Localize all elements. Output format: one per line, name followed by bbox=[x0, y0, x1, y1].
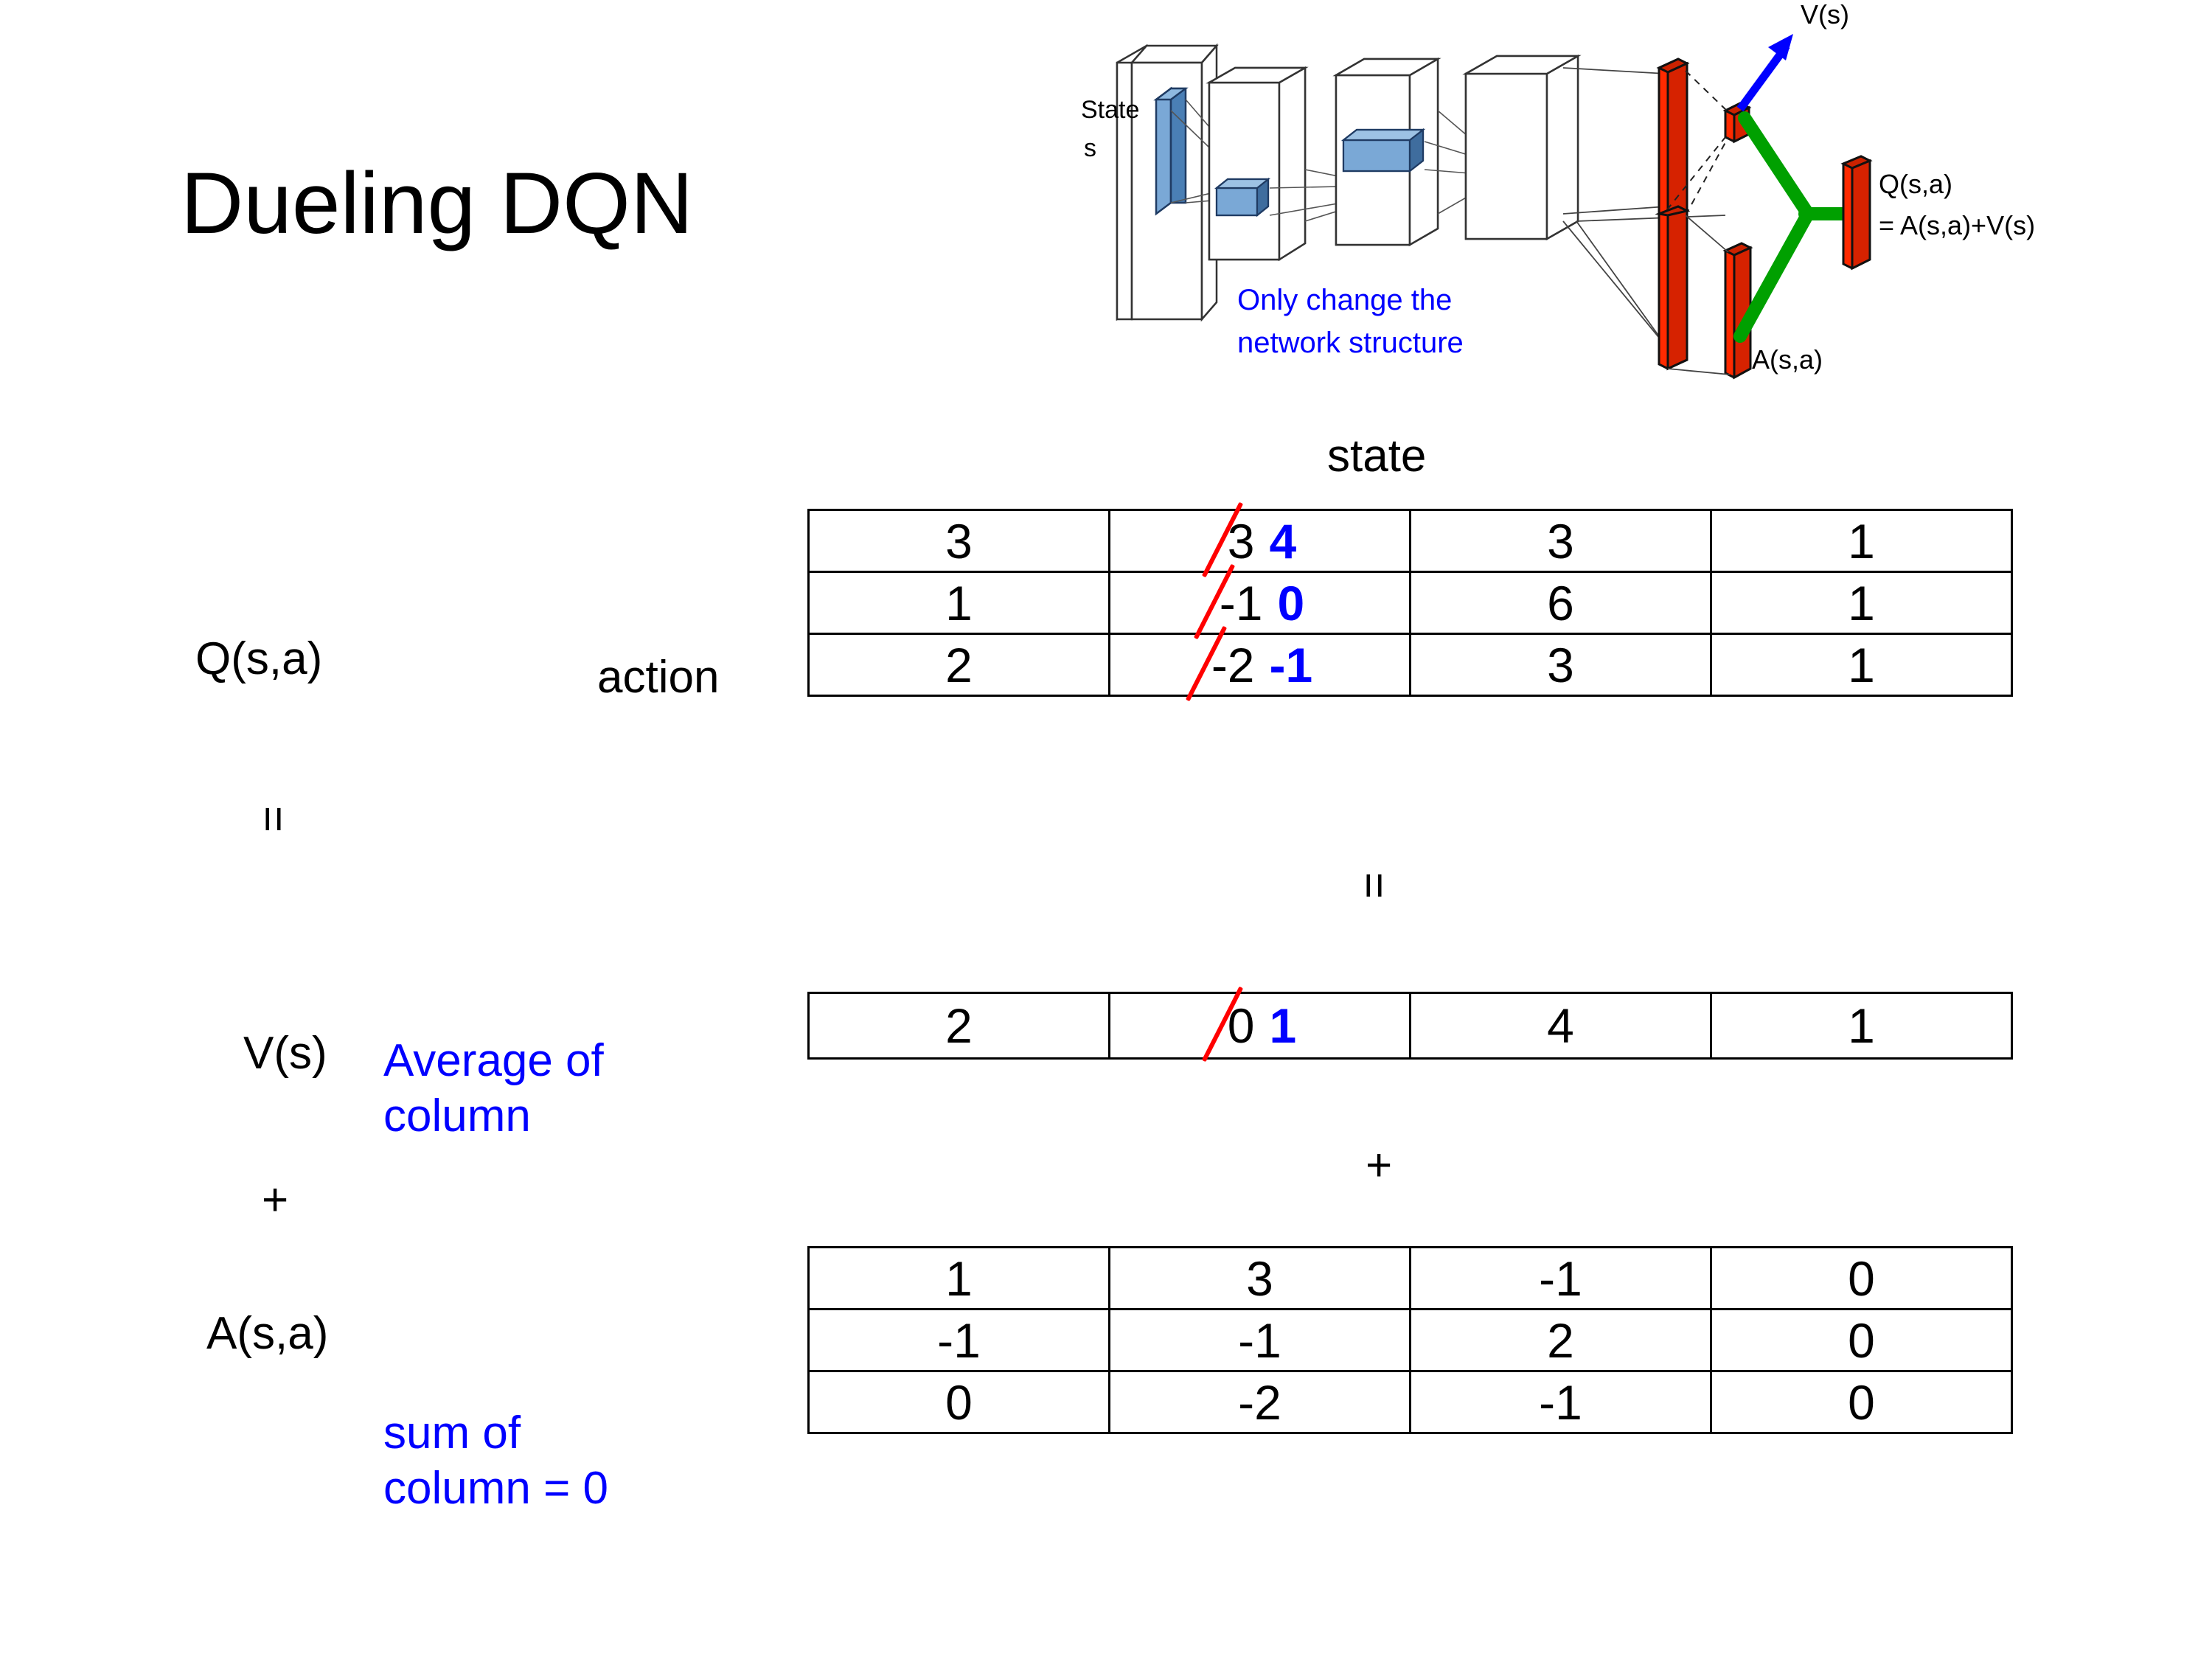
table-cell: 2 bbox=[807, 633, 1110, 697]
q-label: Q(s,a) bbox=[195, 633, 323, 684]
dueling-network-diagram: V(s) Q(s,a) = A(s,a)+V( bbox=[1077, 0, 2212, 413]
table-cell: 2 bbox=[1409, 1308, 1712, 1372]
diagram-q-label-line2: = A(s,a)+V(s) bbox=[1879, 210, 2035, 240]
table-cell: 3 bbox=[807, 509, 1110, 573]
v-output-arrow-icon bbox=[1736, 34, 1793, 112]
table-cell: -1 bbox=[1108, 1308, 1411, 1372]
table-cell: 0 bbox=[1710, 1246, 2013, 1310]
table-cell: 0 bbox=[1710, 1308, 2013, 1372]
equals-q-to-sum: = bbox=[248, 805, 299, 833]
diagram-state-label-line1: State bbox=[1081, 96, 1139, 124]
table-cell: -2 bbox=[1108, 1370, 1411, 1434]
conv-filter-icon bbox=[1153, 86, 1189, 216]
new-value: 1 bbox=[1269, 998, 1297, 1053]
diagram-v-label: V(s) bbox=[1801, 0, 1849, 29]
action-header: action bbox=[597, 652, 720, 703]
strikethrough-mark-icon bbox=[1201, 501, 1243, 577]
plus-left: + bbox=[262, 1175, 289, 1225]
table-cell: -1 bbox=[1409, 1246, 1712, 1310]
conv-block-3-icon bbox=[1462, 54, 1582, 241]
table-cell: 1 bbox=[1710, 571, 2013, 635]
diagram-state-label-line2: s bbox=[1084, 134, 1096, 162]
annotation-average-line1: Average of bbox=[383, 1035, 604, 1086]
advantage-stream-bar-icon bbox=[1655, 205, 1691, 371]
table-cell: 2 bbox=[807, 992, 1110, 1060]
table-cell: 0 bbox=[1710, 1370, 2013, 1434]
diagram-note-line1: Only change the bbox=[1237, 284, 1452, 316]
old-value: -1 bbox=[1193, 563, 1267, 639]
advantage-output-bar-icon bbox=[1722, 242, 1753, 380]
value-stream-bar-icon bbox=[1656, 58, 1690, 226]
new-value: 0 bbox=[1277, 575, 1305, 630]
table-cell: 3 bbox=[1108, 1246, 1411, 1310]
conv-filter-2-icon bbox=[1214, 177, 1271, 218]
table-cell: 3 bbox=[1409, 633, 1712, 697]
new-value: -1 bbox=[1269, 637, 1313, 692]
annotation-sum-line1: sum of bbox=[383, 1408, 521, 1458]
table-cell: -1 bbox=[1409, 1370, 1712, 1434]
table-cell: 1 bbox=[807, 1246, 1110, 1310]
table-cell: -2-1 bbox=[1108, 625, 1411, 701]
table-cell: 0 bbox=[807, 1370, 1110, 1434]
old-value: 0 bbox=[1201, 986, 1259, 1062]
annotation-sum-line2: column = 0 bbox=[383, 1463, 609, 1514]
page-title: Dueling DQN bbox=[181, 155, 694, 252]
a-label: A(s,a) bbox=[206, 1308, 329, 1359]
diagram-note-line2: network structure bbox=[1237, 327, 1464, 359]
old-value: -2 bbox=[1185, 625, 1259, 701]
old-value: 3 bbox=[1201, 501, 1259, 577]
table-cell: 1 bbox=[1710, 509, 2013, 573]
table-cell: 6 bbox=[1409, 571, 1712, 635]
table-cell: 1 bbox=[1710, 633, 2013, 697]
new-value: 4 bbox=[1269, 513, 1297, 568]
conv-block-1-icon bbox=[1206, 66, 1309, 262]
merge-connector-icon bbox=[1733, 111, 1854, 343]
state-header: state bbox=[1327, 431, 1427, 481]
strikethrough-mark-icon bbox=[1201, 986, 1243, 1062]
conv-filter-3-icon bbox=[1340, 128, 1426, 173]
diagram-q-label-line1: Q(s,a) bbox=[1879, 169, 1952, 199]
annotation-average-line2: column bbox=[383, 1091, 531, 1141]
v-label: V(s) bbox=[243, 1028, 327, 1079]
table-cell: 1 bbox=[1710, 992, 2013, 1060]
strikethrough-mark-icon bbox=[1193, 563, 1235, 639]
plus-between-v-and-a: + bbox=[1366, 1140, 1393, 1191]
table-cell: 1 bbox=[807, 571, 1110, 635]
table-cell: -1 bbox=[807, 1308, 1110, 1372]
table-cell: 3 bbox=[1409, 509, 1712, 573]
diagram-a-label: A(s,a) bbox=[1752, 344, 1823, 375]
equals-between-q-and-v: = bbox=[1349, 872, 1400, 900]
table-cell: 4 bbox=[1409, 992, 1712, 1060]
q-output-bar-icon bbox=[1840, 155, 1873, 271]
strikethrough-mark-icon bbox=[1185, 625, 1227, 701]
